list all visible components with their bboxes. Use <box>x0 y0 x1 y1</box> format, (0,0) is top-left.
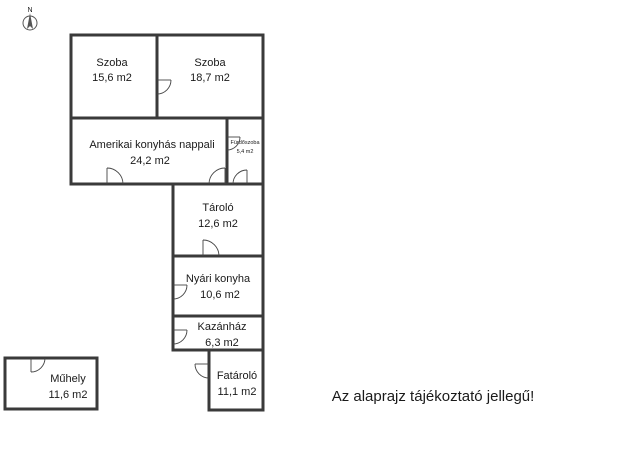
room-labels: Szoba 15,6 m2 Szoba 18,7 m2 Amerikai kon… <box>49 57 261 401</box>
door-furdoszoba <box>232 169 248 185</box>
door-kazanhaz <box>172 329 188 345</box>
compass-letter: N <box>27 7 32 14</box>
room-area-szoba-2: 18,7 m2 <box>190 72 230 84</box>
room-name-szoba-1: Szoba <box>96 57 128 69</box>
door-furdoszoba-side <box>226 136 241 151</box>
door-szoba-2 <box>156 79 172 95</box>
room-name-furdoszoba: Fürdőszoba <box>230 140 260 146</box>
disclaimer-note: Az alaprajz tájékoztató jellegű! <box>332 388 535 405</box>
room-name-nappali: Amerikai konyhás nappali <box>89 139 214 151</box>
room-area-nappali: 24,2 m2 <box>130 155 170 167</box>
room-name-szoba-2: Szoba <box>194 57 226 69</box>
room-name-nyari-konyha: Nyári konyha <box>186 273 251 285</box>
room-area-fatarolo: 11,1 m2 <box>218 386 257 398</box>
room-area-furdoszoba: 5,4 m2 <box>237 149 254 155</box>
room-area-tarolo: 12,6 m2 <box>198 218 238 230</box>
room-area-kazanhaz: 6,3 m2 <box>205 337 239 349</box>
room-name-kazanhaz: Kazánház <box>198 321 247 333</box>
room-area-muhely: 11,6 m2 <box>49 389 88 401</box>
north-arrow-icon: N <box>22 7 38 31</box>
door-fatarolo <box>194 363 210 379</box>
room-name-fatarolo: Fatároló <box>217 370 257 382</box>
room-name-muhely: Műhely <box>50 373 86 385</box>
doors <box>30 79 248 379</box>
door-muhely <box>30 357 46 373</box>
main-building-walls <box>69 33 265 412</box>
door-nappali-2 <box>208 167 226 185</box>
room-name-tarolo: Tároló <box>202 202 233 214</box>
door-tarolo <box>202 239 220 257</box>
workshop-walls <box>3 356 99 411</box>
door-nyari-konyha <box>172 284 188 300</box>
room-area-szoba-1: 15,6 m2 <box>92 72 132 84</box>
door-nappali <box>106 167 124 185</box>
room-area-nyari-konyha: 10,6 m2 <box>200 289 240 301</box>
